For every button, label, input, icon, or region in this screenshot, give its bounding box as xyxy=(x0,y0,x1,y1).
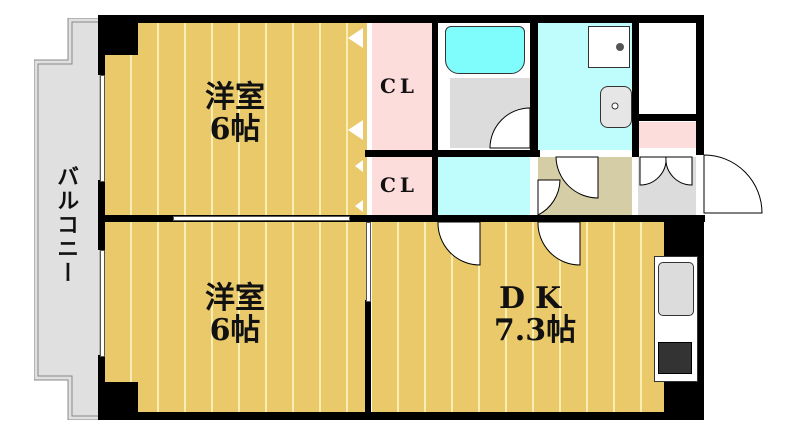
wall-mid-horizontal xyxy=(105,215,705,222)
wall-toilet-bottom xyxy=(638,114,698,121)
gas-stove xyxy=(658,342,692,374)
balcony-label: バルコニー xyxy=(53,165,80,285)
dk-size: 7.3帖 xyxy=(493,312,577,348)
dk-name: DK xyxy=(498,281,572,316)
pillar-bottom-left xyxy=(98,382,138,420)
sliding-door-rooms[interactable] xyxy=(173,216,350,221)
hall xyxy=(438,157,530,215)
dk-label: DK 7.3帖 xyxy=(470,283,600,346)
closet-2-label: CL xyxy=(380,173,418,197)
room-1-size: 6帖 xyxy=(209,111,261,147)
western-room-2-floor xyxy=(105,222,367,412)
dk-floor xyxy=(372,222,664,412)
pillar-top-left xyxy=(98,15,138,55)
wall-wash-right xyxy=(632,15,639,157)
kitchen-sink xyxy=(658,262,694,316)
wall-bottom xyxy=(98,412,704,420)
wall-right xyxy=(696,15,704,155)
wall-closet-right xyxy=(432,15,438,222)
closet-1 xyxy=(372,22,432,150)
sliding-door-dk[interactable] xyxy=(366,222,371,302)
room-2-size: 6帖 xyxy=(209,312,261,348)
toilet-room xyxy=(638,22,696,114)
room-1-name: 洋室 xyxy=(205,80,265,115)
closet-1-label: CL xyxy=(380,74,418,98)
wall-left-mid xyxy=(98,180,105,250)
storage-small xyxy=(638,122,696,148)
window-room-2 xyxy=(100,250,105,357)
western-room-1-floor xyxy=(105,22,367,216)
balcony-outline xyxy=(34,18,100,420)
wall-bath-right xyxy=(530,15,538,157)
wall-room-divider xyxy=(365,300,371,415)
closet-2 xyxy=(372,157,432,215)
bathtub xyxy=(445,26,525,74)
wall-top xyxy=(98,15,704,23)
balcony xyxy=(34,18,100,420)
room-1-label: 洋室 6帖 xyxy=(190,82,280,145)
wall-closet-divider xyxy=(365,150,540,157)
room-2-name: 洋室 xyxy=(205,281,265,316)
washing-machine-pan xyxy=(588,26,630,68)
room-2-label: 洋室 6帖 xyxy=(190,283,280,346)
window-room-1 xyxy=(100,75,105,182)
